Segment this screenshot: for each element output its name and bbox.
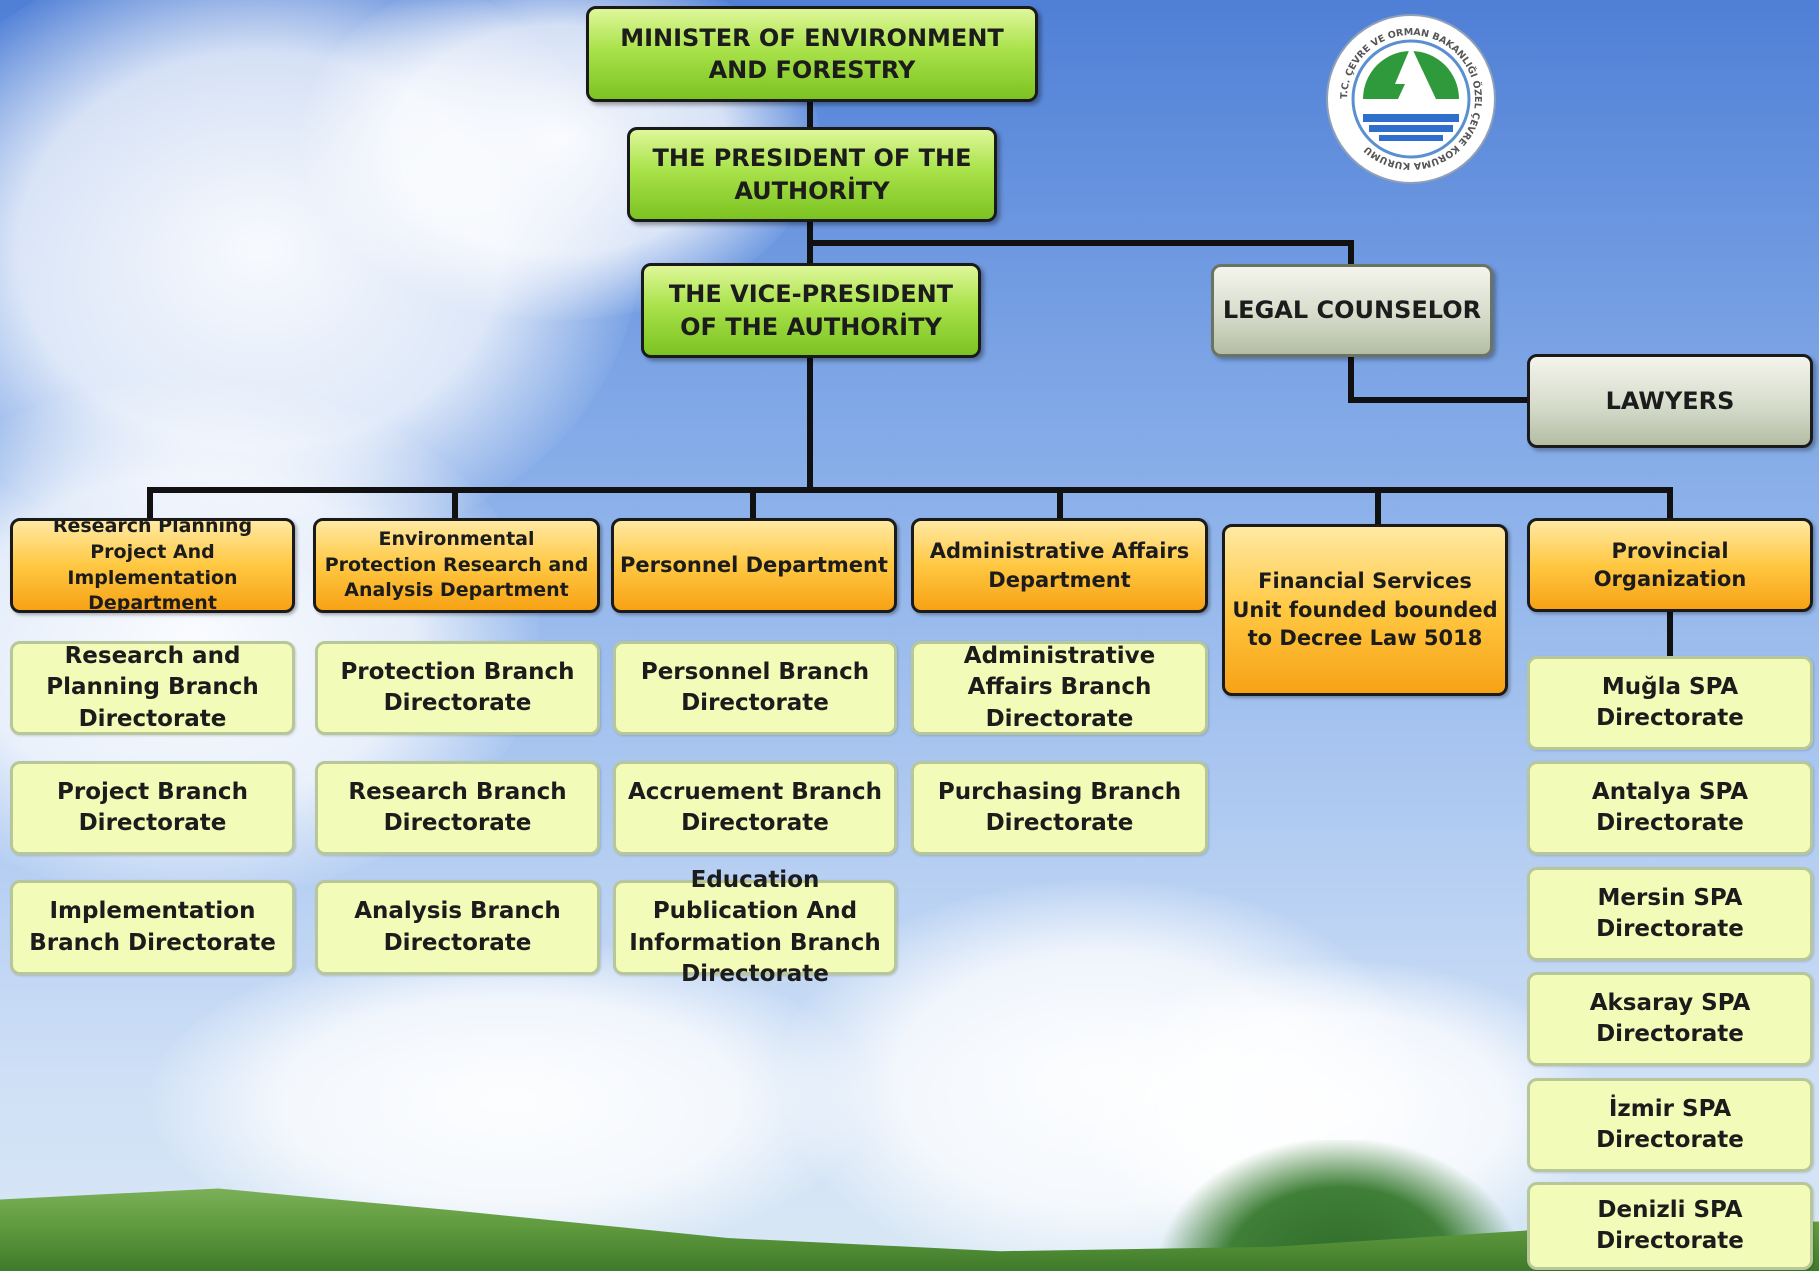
spa-directorate-mugla[interactable]: Muğla SPA Directorate [1527,656,1813,750]
branch-personnel[interactable]: Personnel Branch Directorate [613,641,897,735]
spa-directorate-antalya[interactable]: Antalya SPA Directorate [1527,761,1813,855]
department-environmental-protection[interactable]: Environmental Protection Research and An… [313,518,600,613]
lawyers-box[interactable]: LAWYERS [1527,354,1813,448]
spa-directorate-aksaray[interactable]: Aksaray SPA Directorate [1527,972,1813,1066]
department-personnel[interactable]: Personnel Department [611,518,897,613]
spa-directorate-izmir[interactable]: İzmir SPA Directorate [1527,1078,1813,1172]
spa-directorate-mersin[interactable]: Mersin SPA Directorate [1527,867,1813,961]
vice-president-box[interactable]: THE VICE-PRESIDENT OF THE AUTHORİTY [641,263,981,358]
branch-implementation[interactable]: Implementation Branch Directorate [10,880,295,975]
legal-counselor-box[interactable]: LEGAL COUNSELOR [1211,264,1493,357]
minister-box[interactable]: MINISTER OF ENVIRONMENT AND FORESTRY [586,6,1038,102]
branch-analysis[interactable]: Analysis Branch Directorate [315,880,600,975]
branch-education-publication[interactable]: Education Publication And Information Br… [613,867,897,987]
provincial-organization[interactable]: Provincial Organization [1527,518,1813,612]
department-administrative-affairs[interactable]: Administrative Affairs Department [911,518,1208,613]
financial-services-unit[interactable]: Financial Services Unit founded bounded … [1222,524,1508,696]
branch-research[interactable]: Research Branch Directorate [315,761,600,855]
branch-purchasing[interactable]: Purchasing Branch Directorate [911,761,1208,855]
branch-administrative-affairs[interactable]: Administrative Affairs Branch Directorat… [911,641,1208,735]
department-research-planning[interactable]: Research Planning Project And Implementa… [10,515,295,614]
branch-project[interactable]: Project Branch Directorate [10,761,295,855]
branch-accruement[interactable]: Accruement Branch Directorate [613,761,897,855]
branch-research-and-planning[interactable]: Research and Planning Branch Directorate [10,641,295,735]
branch-protection[interactable]: Protection Branch Directorate [315,641,600,735]
authority-logo: T.C. ÇEVRE VE ORMAN BAKANLIĞI ÖZEL ÇEVRE… [1326,14,1496,184]
president-box[interactable]: THE PRESIDENT OF THE AUTHORİTY [627,127,997,222]
spa-directorate-denizli[interactable]: Denizli SPA Directorate [1527,1182,1813,1270]
